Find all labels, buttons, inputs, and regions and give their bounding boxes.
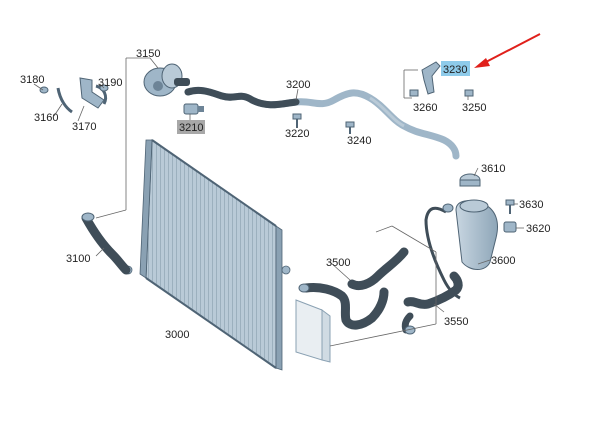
callout-3630: 3630 xyxy=(519,199,543,211)
hose-3550 xyxy=(401,271,463,335)
callout-3600: 3600 xyxy=(491,255,515,267)
leader-lines xyxy=(33,57,524,347)
callout-3180: 3180 xyxy=(20,74,44,86)
lower-hose-3100 xyxy=(81,212,131,275)
callout-3230-highlight xyxy=(441,61,470,76)
bolt-3220 xyxy=(292,113,302,128)
callout-3150: 3150 xyxy=(136,48,160,60)
bolt-3240 xyxy=(345,121,355,134)
radiator-side-cover xyxy=(295,299,331,363)
callout-3260: 3260 xyxy=(413,102,437,114)
callout-3230: 3230 xyxy=(443,64,467,76)
callout-3100: 3100 xyxy=(66,253,90,265)
fitting-3210 xyxy=(183,103,204,115)
expansion-tank xyxy=(424,199,498,300)
callout-3210: 3210 xyxy=(179,122,203,134)
callout-3250: 3250 xyxy=(462,102,486,114)
callout-3200: 3200 xyxy=(286,79,310,91)
hose-set-3500 xyxy=(298,247,409,330)
screw-3630 xyxy=(505,199,515,214)
callout-3500: 3500 xyxy=(326,257,350,269)
clip-3620 xyxy=(503,221,517,233)
tank-cap-3610 xyxy=(459,173,481,187)
callout-labels: 3180 3160 3170 3190 3150 3210 3200 3220 … xyxy=(20,48,550,341)
red-arrow-indicator xyxy=(474,33,541,68)
coolant-pump xyxy=(143,63,190,97)
upper-coolant-hose xyxy=(184,86,460,160)
callout-3620: 3620 xyxy=(526,223,550,235)
radiator xyxy=(123,139,291,371)
callout-3220: 3220 xyxy=(285,128,309,140)
callout-3160: 3160 xyxy=(34,112,58,124)
callout-3550: 3550 xyxy=(444,316,468,328)
callout-3610: 3610 xyxy=(481,163,505,175)
callout-3000: 3000 xyxy=(165,329,189,341)
callout-3170: 3170 xyxy=(72,121,96,133)
callout-3190: 3190 xyxy=(98,77,122,89)
hose-bracket-3230 xyxy=(409,61,474,97)
callout-3210-highlight xyxy=(177,120,205,134)
callout-3240: 3240 xyxy=(347,135,371,147)
